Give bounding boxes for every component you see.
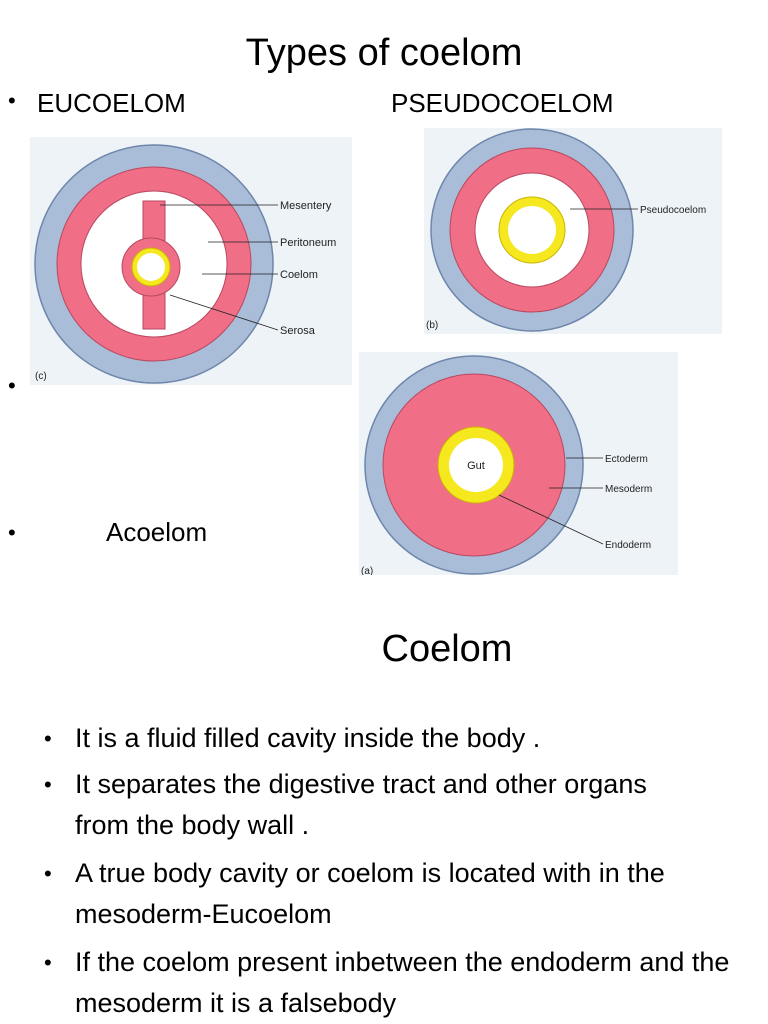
- bullet-text: If the coelom present inbetween the endo…: [75, 947, 730, 1018]
- bullet-dot: •: [44, 772, 52, 797]
- gut-lumen: [449, 438, 503, 492]
- bullet-dot: •: [8, 88, 16, 113]
- panel-label-a: (a): [361, 566, 373, 575]
- eucoelom-diagram: Mesentery Peritoneum Coelom Serosa (c): [30, 137, 352, 385]
- bullet-dot: •: [44, 726, 52, 751]
- panel-label-b: (b): [426, 320, 438, 331]
- gut-label: Gut: [467, 460, 485, 472]
- bullet-text: It is a fluid filled cavity inside the b…: [75, 723, 541, 753]
- pseudocoelom-label: PSEUDOCOELOM: [391, 88, 614, 118]
- ventral-mesentery: [142, 292, 166, 330]
- gut-lumen: [508, 206, 556, 254]
- bullet-dot: •: [44, 861, 52, 886]
- mesoderm-label: Mesoderm: [605, 484, 652, 495]
- acoelom-diagram: Gut Ectoderm Mesoderm Endoderm (a): [359, 352, 678, 575]
- coelom-heading: Coelom: [381, 628, 513, 670]
- bullet-dot: •: [8, 373, 16, 398]
- endoderm-label: Endoderm: [605, 540, 651, 551]
- bullet-dot: •: [8, 520, 16, 545]
- slide-title: Types of coelom: [245, 32, 523, 74]
- bullet-text: It separates the digestive tract and oth…: [75, 769, 647, 840]
- coelom-label: Coelom: [280, 269, 318, 281]
- ectoderm-label: Ectoderm: [605, 454, 648, 465]
- list-item: • If the coelom present inbetween the en…: [44, 942, 734, 1024]
- list-item: • It separates the digestive tract and o…: [44, 764, 664, 846]
- list-item: • A true body cavity or coelom is locate…: [44, 853, 734, 935]
- pseudocoelom-diagram: Pseudocoelom (b): [424, 128, 722, 334]
- bullet-dot: •: [44, 950, 52, 975]
- panel-label-c: (c): [35, 371, 47, 382]
- list-item: • It is a fluid filled cavity inside the…: [44, 718, 744, 759]
- acoelom-label: Acoelom: [106, 517, 208, 547]
- peritoneum-label: Peritoneum: [280, 237, 336, 249]
- eucoelom-label: EUCOELOM: [37, 88, 186, 118]
- gut-lumen: [137, 253, 165, 281]
- mesentery-label: Mesentery: [280, 200, 332, 212]
- serosa-label: Serosa: [280, 325, 316, 337]
- pseudocoelom-diagram-label: Pseudocoelom: [640, 205, 706, 216]
- bullet-text: A true body cavity or coelom is located …: [75, 858, 665, 929]
